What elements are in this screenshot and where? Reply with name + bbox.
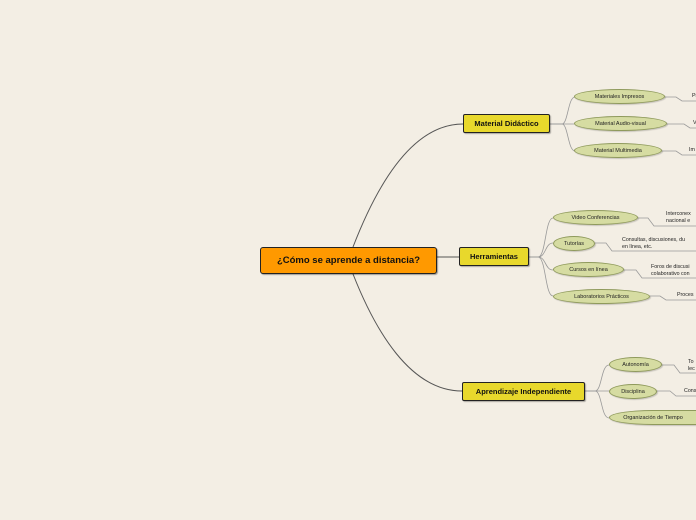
leaf-organizacion-de-tiempo[interactable]: Organización de Tiempo [609, 410, 696, 425]
branch-herramientas[interactable]: Herramientas [459, 247, 529, 266]
note-video-conferencias: Interconex nacional e [666, 211, 691, 224]
connector-material-impresos [550, 96, 576, 125]
connector-herr-laboratorios [529, 256, 554, 297]
connector-herr-video [529, 217, 554, 258]
leaf-video-conferencias[interactable]: Video Conferencias [553, 210, 638, 225]
connector-apr-autonomia [585, 364, 610, 392]
leaf-cursos-en-linea[interactable]: Cursos en línea [553, 262, 624, 277]
leaf-disciplina[interactable]: Disciplina [609, 384, 657, 399]
leaf-material-multimedia[interactable]: Material Multimedia [574, 143, 662, 158]
leaf-tutorias[interactable]: Tutorías [553, 236, 595, 251]
note-autonomia: To lec [688, 359, 695, 372]
leaf-autonomia[interactable]: Autonomía [609, 357, 662, 372]
leaf-material-audiovisual[interactable]: Material Audio-visual [574, 116, 667, 131]
connector-root-material [352, 123, 464, 248]
note-material-multimedia: Im [689, 147, 695, 153]
connector-apr-organizacion [585, 390, 610, 419]
note-disciplina: Cons [684, 388, 696, 394]
note-cursos-en-linea: Foros de discusi colaborativo con [651, 264, 690, 277]
connector-root-aprendizaje [352, 273, 463, 392]
root-topic[interactable]: ¿Cómo se aprende a distancia? [260, 247, 437, 274]
leaf-laboratorios-practicos[interactable]: Laboratorios Prácticos [553, 289, 650, 304]
connector-material-multimedia [550, 123, 576, 152]
note-tutorias: Consultas, discusiones, du en línea, etc… [622, 237, 686, 250]
branch-aprendizaje-independiente[interactable]: Aprendizaje Independiente [462, 382, 585, 401]
branch-material-didactico[interactable]: Material Didáctico [463, 114, 550, 133]
leaf-materiales-impresos[interactable]: Materiales Impresos [574, 89, 665, 104]
note-materiales-impresos: Pr [692, 93, 696, 99]
note-material-audiovisual: V [693, 120, 696, 126]
note-laboratorios-practicos: Proces [677, 292, 694, 298]
